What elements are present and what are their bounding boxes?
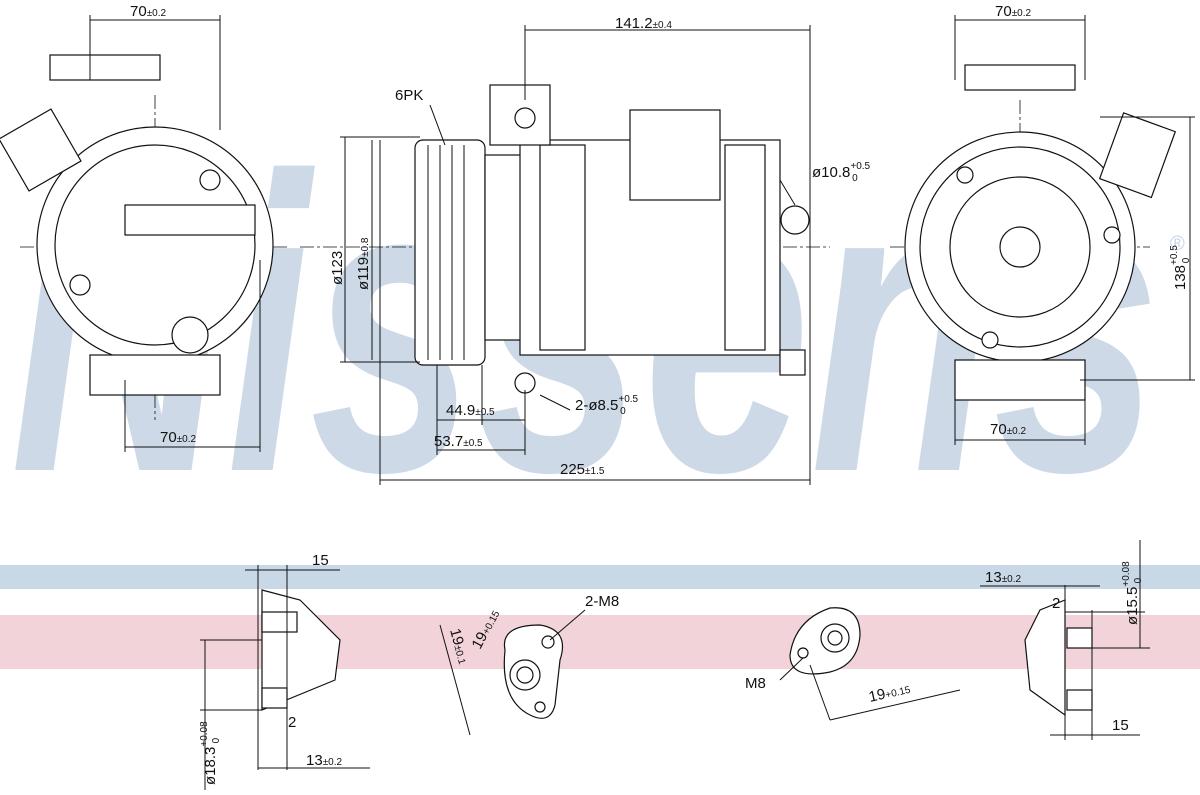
dim-width-bottom-left: 70±0.2 bbox=[160, 429, 197, 446]
detail-flange-left bbox=[439, 609, 586, 736]
compressor-front-view-left bbox=[0, 15, 290, 452]
registered-mark: ® bbox=[1170, 233, 1185, 255]
pink-band bbox=[0, 615, 1200, 669]
dim-left-port-dia: ø18.3+0.080 bbox=[199, 721, 222, 785]
compressor-side-view bbox=[300, 25, 830, 485]
dim-right-port-dia: ø15.5+0.080 bbox=[1121, 561, 1144, 625]
dim-53-7: 53.7±0.5 bbox=[434, 433, 483, 450]
detail-right-port bbox=[980, 540, 1150, 740]
dim-pulley-outer: ø123 bbox=[329, 251, 346, 285]
dim-width-bottom-right: 70±0.2 bbox=[990, 421, 1027, 438]
pulley-type-label: 6PK bbox=[395, 87, 423, 104]
dim-left-port-width: 15 bbox=[312, 552, 329, 569]
dim-left-port-step: 2 bbox=[288, 714, 296, 731]
dim-left-port-depth: 13±0.2 bbox=[306, 752, 343, 769]
dim-width-top-right: 70±0.2 bbox=[995, 3, 1032, 20]
compressor-front-view-right bbox=[890, 15, 1195, 445]
dim-length-top: 141.2±0.4 bbox=[615, 15, 672, 32]
dim-44-9: 44.9±0.5 bbox=[446, 402, 495, 419]
label-flange-right-thread: M8 bbox=[745, 675, 766, 692]
label-flange-left-thread: 2-M8 bbox=[585, 593, 619, 610]
dim-height-right: 138+0.50 bbox=[1169, 245, 1192, 290]
detail-flange-right bbox=[779, 607, 961, 721]
dim-width-top-left: 70±0.2 bbox=[130, 3, 167, 20]
dim-overall-length: 225±1.5 bbox=[560, 461, 605, 478]
detail-left-port bbox=[200, 565, 370, 790]
dim-flange-left-pitch-a: 19±0.1 bbox=[446, 627, 472, 667]
dim-right-port-step: 2 bbox=[1052, 595, 1060, 612]
blue-band bbox=[0, 565, 1200, 589]
dim-right-port-depth: 13±0.2 bbox=[985, 569, 1022, 586]
dim-flange-right-pitch: 19+0.15 bbox=[867, 680, 912, 706]
dim-pulley-inner: ø119±0.8 bbox=[355, 237, 372, 290]
dim-right-port-width: 15 bbox=[1112, 717, 1129, 734]
